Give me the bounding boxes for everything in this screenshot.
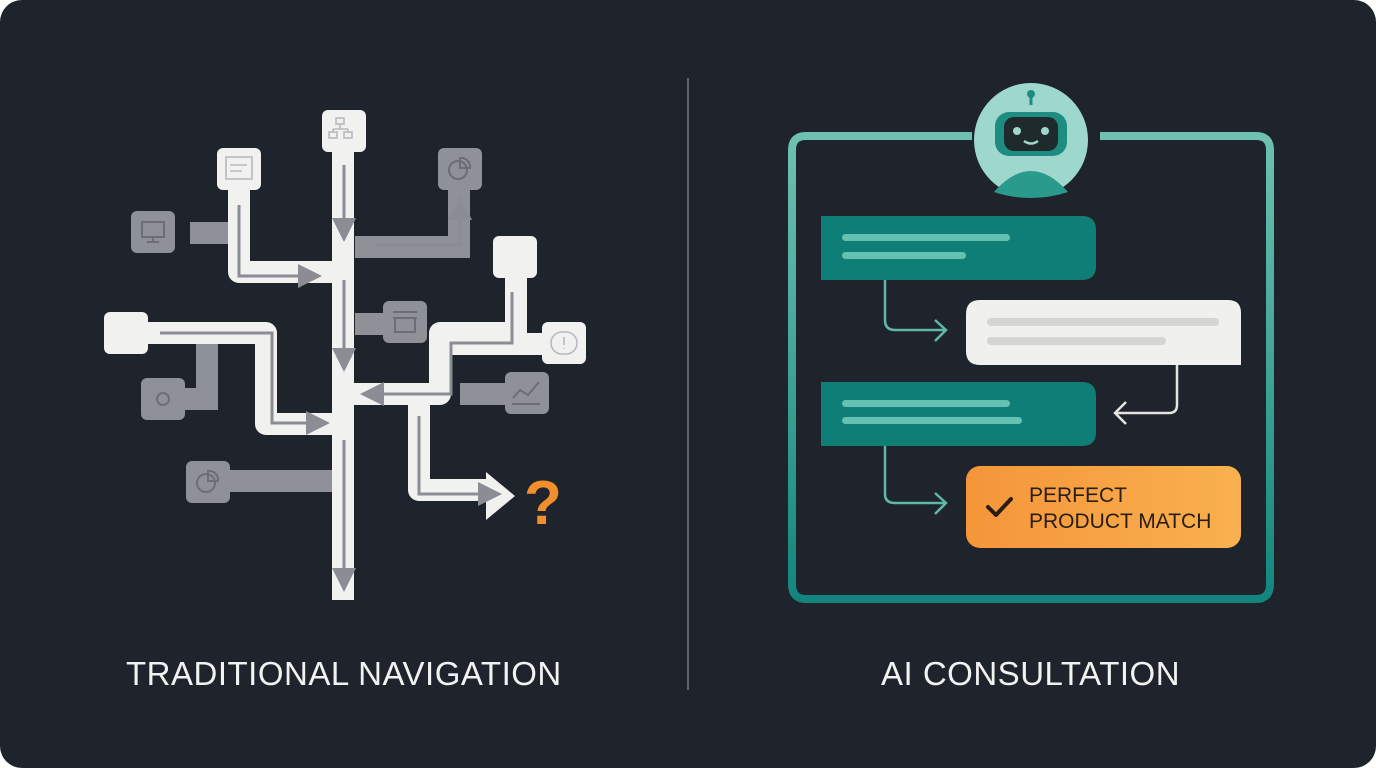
sitemap-icon (322, 110, 366, 152)
app-grid-icon (104, 312, 148, 354)
chat-bubble-ai-1 (821, 216, 1096, 280)
match-line-1: PERFECT (1029, 484, 1128, 507)
gray-branches (175, 180, 515, 492)
checkmark-icon (986, 497, 1013, 517)
chat-bubble-user (966, 300, 1241, 365)
product-match-card (966, 466, 1241, 548)
light-nodes (104, 110, 586, 364)
documents-icon (493, 236, 537, 278)
consultation-frame (788, 132, 1274, 603)
traditional-navigation-caption: TRADITIONAL NAVIGATION (126, 655, 562, 692)
product-match-label: PERFECT PRODUCT MATCH (1029, 483, 1211, 535)
gear-icon (141, 378, 185, 420)
question-mark-icon: ? (524, 469, 562, 538)
match-line-2: PRODUCT MATCH (1029, 510, 1212, 533)
chat-bubble-ai-2 (821, 382, 1096, 446)
robot-icon (974, 83, 1088, 198)
panel-divider (687, 78, 689, 690)
flow-arrows (160, 165, 514, 592)
ai-consultation-caption: AI CONSULTATION (881, 655, 1181, 692)
